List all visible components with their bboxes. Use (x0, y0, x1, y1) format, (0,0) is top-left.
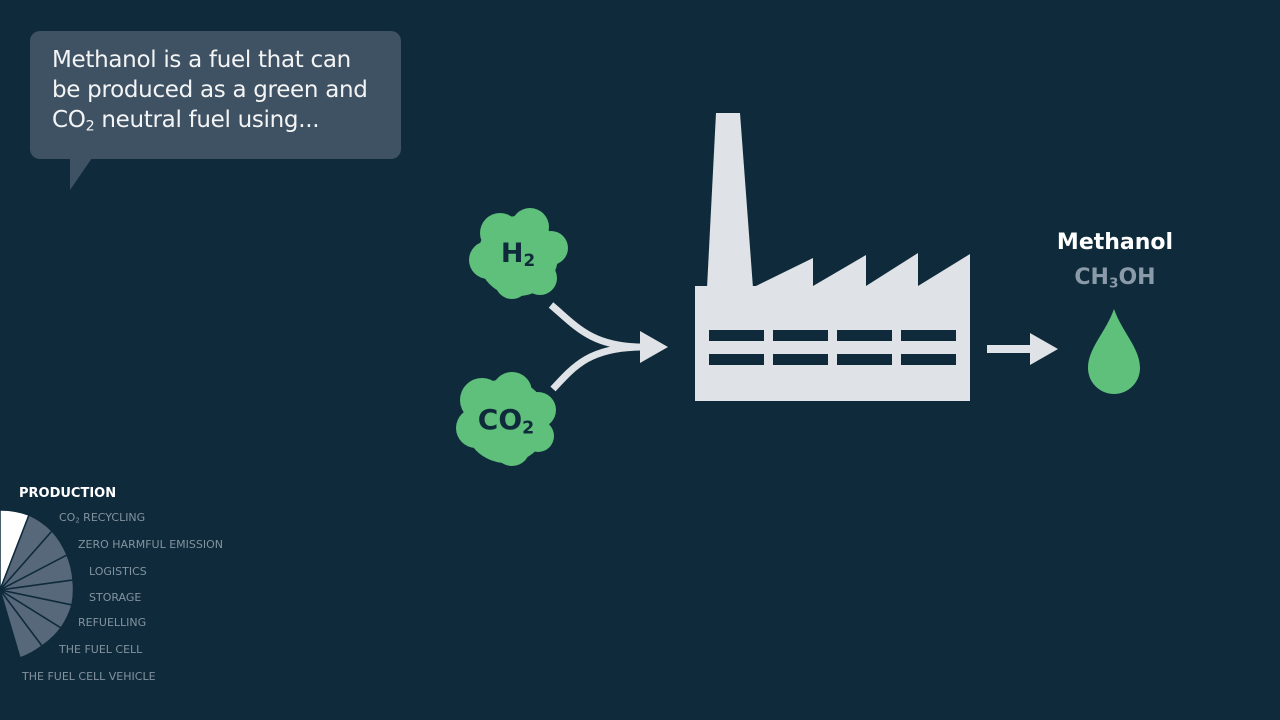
nav-item-storage[interactable]: STORAGE (89, 591, 142, 604)
methanol-droplet-icon (1088, 309, 1140, 394)
nav-item-refuelling[interactable]: REFUELLING (78, 616, 147, 629)
formula-prefix: CH (1074, 265, 1109, 290)
nav-item-the-fuel-cell[interactable]: THE FUEL CELL (59, 643, 143, 656)
co2-label-subscript: 2 (522, 418, 535, 439)
speech-line-3: CO2 neutral fuel using... (52, 105, 381, 135)
merge-arrow-icon (548, 302, 641, 392)
co2-label: CO2 (461, 403, 551, 439)
hydrogen-subscript: 2 (523, 250, 536, 271)
nav-current-section[interactable]: PRODUCTION (19, 486, 117, 501)
co2-prefix: CO (52, 107, 86, 133)
nav-item-zero-harmful-emission[interactable]: ZERO HARMFUL EMISSION (78, 538, 223, 551)
merge-arrow-head (640, 331, 668, 363)
nav-item-logistics[interactable]: LOGISTICS (89, 565, 147, 578)
factory-icon (695, 113, 970, 401)
output-arrow-icon (987, 333, 1058, 365)
nav-co2-subscript: 2 (75, 516, 80, 525)
speech-line-2: be produced as a green and (52, 77, 368, 103)
speech-bubble-tail (70, 158, 92, 190)
product-name: Methanol (1056, 230, 1174, 255)
co2-subscript: 2 (85, 118, 95, 135)
speech-line-1: Methanol is a fuel that can (52, 47, 351, 73)
hydrogen-symbol: H (500, 238, 524, 269)
co2-symbol: CO (477, 403, 523, 436)
navigation-wheel (0, 509, 75, 659)
formula-subscript: 3 (1108, 275, 1119, 292)
nav-co2-suffix: RECYCLING (79, 511, 146, 524)
formula-suffix: OH (1118, 265, 1156, 290)
hydrogen-label: H2 (478, 238, 558, 269)
nav-item-co2-recycling[interactable]: CO2 RECYCLING (59, 511, 145, 524)
hydrogen-cloud-icon (469, 208, 568, 299)
product-formula: CH3OH (1030, 265, 1200, 290)
nav-co2-prefix: CO (59, 511, 76, 524)
speech-line-3-suffix: neutral fuel using... (94, 107, 320, 133)
speech-bubble: Methanol is a fuel that can be produced … (30, 31, 401, 159)
co2-cloud-icon (456, 372, 556, 466)
nav-item-the-fuel-cell-vehicle[interactable]: THE FUEL CELL VEHICLE (22, 670, 156, 683)
speech-bubble-text: Methanol is a fuel that can be produced … (52, 45, 381, 135)
